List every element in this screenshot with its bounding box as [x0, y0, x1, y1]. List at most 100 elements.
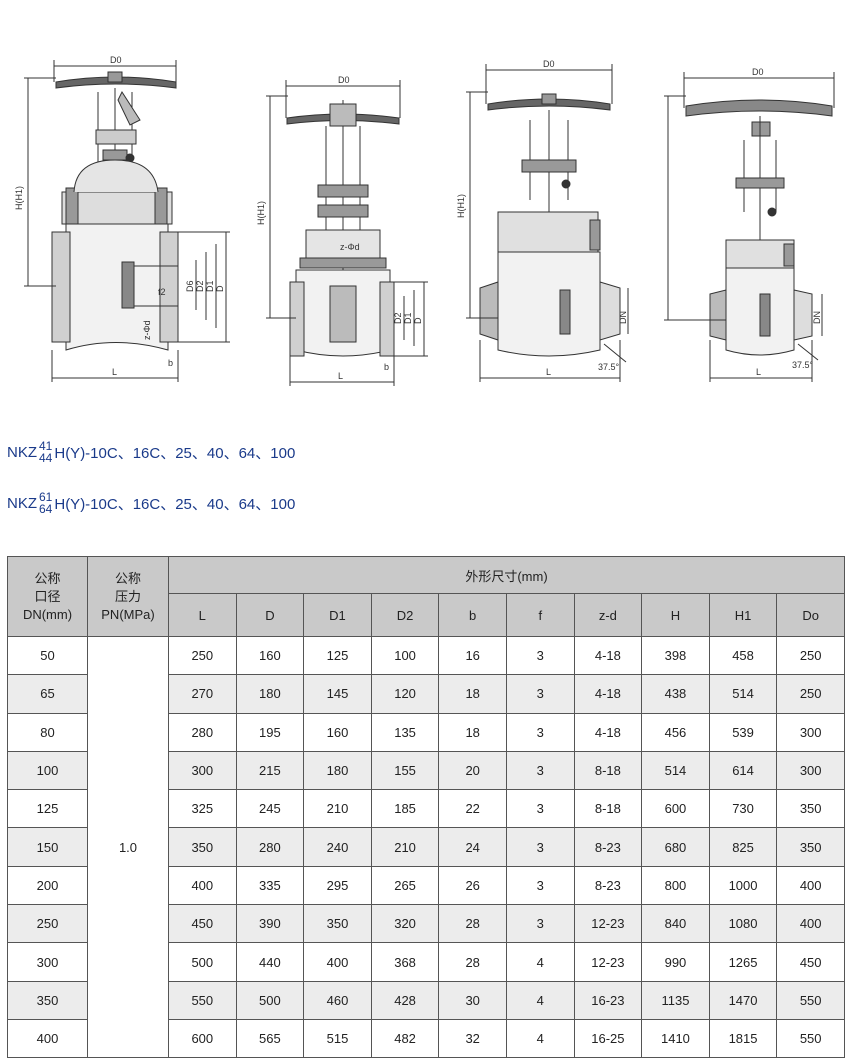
- cell-pn: 1.0: [87, 635, 169, 1059]
- column-header: z-d: [573, 593, 643, 637]
- column-header: D: [235, 593, 305, 637]
- table-cell: 295: [303, 865, 372, 906]
- table-cell: 3: [505, 635, 575, 676]
- dim-label-d-2: D: [413, 317, 423, 324]
- dim-label-d2-1: D2: [195, 280, 205, 292]
- header-dimensions-group: 外形尺寸(mm): [168, 556, 845, 594]
- table-cell: 270: [168, 674, 237, 714]
- table-cell: 514: [641, 750, 710, 791]
- table-cell: 515: [303, 1018, 372, 1059]
- table-cell: 450: [776, 942, 845, 982]
- table-cell: 840: [641, 904, 710, 944]
- table-cell: 350: [776, 827, 845, 867]
- cell-dn: 65: [7, 674, 88, 714]
- table-cell: 440: [235, 942, 305, 982]
- dim-label-dn-3: DN: [618, 311, 628, 324]
- table-cell: 4-18: [573, 635, 643, 676]
- table-cell: 3: [505, 865, 575, 906]
- table-cell: 120: [370, 674, 440, 714]
- table-cell: 3: [505, 674, 575, 714]
- table-cell: 215: [235, 750, 305, 791]
- model-suffix: H(Y)-10C、16C、25、40、64、100: [54, 495, 296, 513]
- table-cell: 1080: [708, 904, 778, 944]
- model-fraction-bottom: 64: [39, 502, 53, 516]
- header-pn-line: 公称: [114, 570, 141, 586]
- table-cell: 300: [776, 712, 845, 752]
- table-cell: 4: [505, 980, 575, 1020]
- table-cell: 300: [168, 750, 237, 791]
- table-cell: 160: [303, 712, 372, 752]
- table-cell: 3: [505, 827, 575, 867]
- table-cell: 565: [235, 1018, 305, 1059]
- drawing-weld-valve-3: [466, 64, 629, 382]
- table-cell: 428: [370, 980, 440, 1020]
- table-cell: 280: [168, 712, 237, 752]
- column-header: L: [168, 593, 237, 637]
- table-cell: 456: [641, 712, 710, 752]
- column-header: H1: [708, 593, 778, 637]
- table-cell: 400: [168, 865, 237, 906]
- dim-label-d-1: D: [215, 285, 225, 292]
- dim-label-b-2: b: [384, 362, 389, 372]
- table-cell: 390: [235, 904, 305, 944]
- valve-drawings: D0 H(H1) L f2 b z-Φd D6 D2 D1 D D0 H(H1)…: [14, 55, 835, 386]
- table-cell: 8-18: [573, 750, 643, 791]
- table-cell: 24: [438, 827, 507, 867]
- table-cell: 398: [641, 635, 710, 676]
- table-cell: 28: [438, 904, 507, 944]
- table-cell: 125: [303, 635, 372, 676]
- dim-label-d0-3: D0: [543, 59, 555, 69]
- column-header: D2: [370, 593, 440, 637]
- cell-dn: 250: [7, 904, 88, 944]
- table-cell: 458: [708, 635, 778, 676]
- cell-dn: 400: [7, 1018, 88, 1059]
- header-dn: 公称 口径 DN(mm): [7, 556, 88, 637]
- table-cell: 30: [438, 980, 507, 1020]
- table-cell: 4: [505, 942, 575, 982]
- cell-dn: 50: [7, 635, 88, 676]
- table-cell: 185: [370, 789, 440, 829]
- table-cell: 210: [303, 789, 372, 829]
- dim-label-zd-1: z-Φd: [142, 320, 152, 340]
- dim-label-h-1: H(H1): [14, 186, 24, 210]
- table-cell: 1410: [641, 1018, 710, 1059]
- table-cell: 500: [168, 942, 237, 982]
- table-cell: 16: [438, 635, 507, 676]
- dim-label-l-3: L: [546, 367, 551, 377]
- table-cell: 12-23: [573, 904, 643, 944]
- table-cell: 460: [303, 980, 372, 1020]
- table-cell: 1815: [708, 1018, 778, 1059]
- table-cell: 825: [708, 827, 778, 867]
- table-cell: 145: [303, 674, 372, 714]
- model-prefix: NKZ: [7, 494, 37, 512]
- column-header: D1: [303, 593, 372, 637]
- table-cell: 18: [438, 712, 507, 752]
- dim-label-d1-1: D1: [205, 280, 215, 292]
- table-cell: 325: [168, 789, 237, 829]
- table-cell: 265: [370, 865, 440, 906]
- dim-label-h-3: H(H1): [456, 194, 466, 218]
- table-cell: 3: [505, 904, 575, 944]
- table-cell: 350: [168, 827, 237, 867]
- header-dn-line: 公称: [34, 570, 61, 586]
- table-cell: 250: [776, 635, 845, 676]
- table-cell: 1265: [708, 942, 778, 982]
- model-fraction: 41 44: [39, 440, 52, 464]
- table-cell: 250: [168, 635, 237, 676]
- table-cell: 4-18: [573, 674, 643, 714]
- cell-dn: 300: [7, 942, 88, 982]
- table-cell: 180: [235, 674, 305, 714]
- header-pn-line: 压力: [114, 588, 141, 604]
- drawing-flanged-valve-1: [24, 60, 230, 382]
- cell-dn: 350: [7, 980, 88, 1020]
- dim-label-d2-2: D2: [393, 312, 403, 324]
- table-cell: 438: [641, 674, 710, 714]
- table-cell: 350: [776, 789, 845, 829]
- model-fraction-bottom: 44: [39, 451, 53, 465]
- table-cell: 350: [303, 904, 372, 944]
